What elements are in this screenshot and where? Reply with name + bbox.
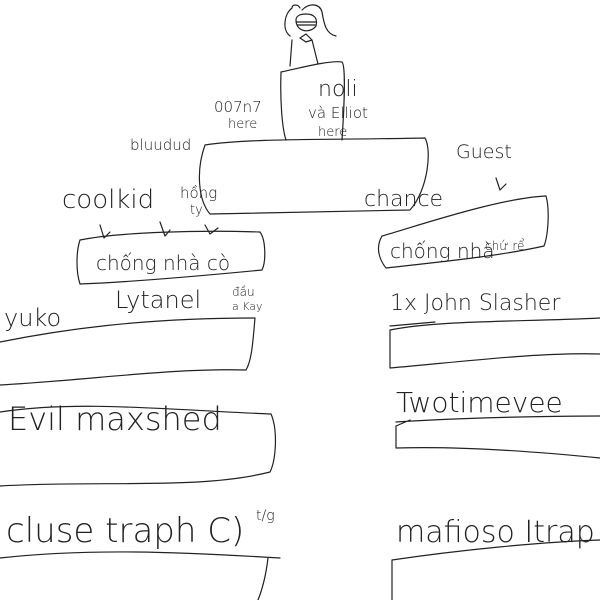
label-bluudud: bluudud [130, 136, 191, 154]
right-row-3-box [391, 539, 600, 600]
label-here-right: here [318, 125, 347, 140]
label-coolkid: coolkid [62, 185, 154, 215]
right-row-2-box [395, 415, 600, 459]
right-box-sublabel: chứ rể [485, 238, 524, 253]
right-row-1-label: 1x John Slasher [390, 291, 561, 316]
right-row-3-label: mafioso Itrap [396, 515, 595, 550]
left-row-2-label: Evil maxshed [8, 400, 222, 438]
left-row-3-box [0, 551, 281, 600]
left-row-3-label: cluse traph C) [6, 511, 244, 551]
right-row-2-label: Twotimevee [396, 386, 563, 419]
right-row-1-box [389, 317, 600, 369]
right-box-label: chống nhà [390, 239, 495, 263]
left-row-1-box [0, 317, 256, 386]
label-noli: noli [318, 77, 358, 102]
character-figure [284, 4, 337, 67]
label-ty: ty [190, 203, 203, 218]
left-row-1-lytanel: Lytanel [115, 286, 201, 314]
label-hong: hồng [180, 184, 217, 202]
label-guest: Guest [456, 141, 512, 163]
left-row-1-yuko: yuko [4, 304, 61, 332]
middle-tier [198, 137, 429, 215]
right-box [377, 195, 549, 269]
left-row-1-akay: a Kay [232, 300, 263, 313]
label-va-elliot: và Elliot [308, 104, 368, 122]
left-box [76, 230, 266, 285]
arrow-icon [99, 177, 507, 239]
label-here-left: here [228, 117, 257, 132]
left-row-1-dau: đầu [232, 285, 255, 299]
left-box-label: chống nhà cò [96, 251, 230, 275]
left-row-2-box [0, 405, 276, 487]
label-chance: chance [364, 187, 443, 212]
label-007n7: 007n7 [214, 98, 262, 116]
top-podium [280, 61, 345, 141]
left-row-3-small: t/g [256, 508, 275, 524]
